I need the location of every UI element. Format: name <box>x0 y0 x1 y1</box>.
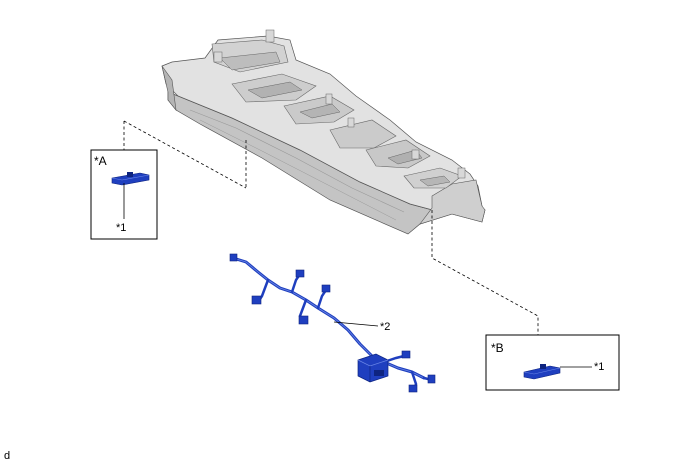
console-box-illustration <box>161 29 486 235</box>
view-a-label: *A <box>94 154 107 168</box>
clip-part-a-icon <box>111 172 150 186</box>
connector-icon <box>408 384 418 393</box>
connector-icon <box>298 315 309 325</box>
connector-icon <box>295 269 305 278</box>
view-b-label: *B <box>491 341 504 355</box>
leader-b <box>431 210 539 335</box>
wire-harness-illustration: *2 <box>229 253 436 393</box>
callout-2: *2 <box>380 321 390 333</box>
callout-1-b: *1 <box>594 361 604 373</box>
connector-icon <box>401 350 411 359</box>
dashed-leader-lines <box>123 120 539 335</box>
clip-part-b-icon <box>523 364 561 380</box>
view-b-detail-box: *B *1 <box>485 334 620 391</box>
callout-1-a: *1 <box>116 222 126 234</box>
connector-icon <box>251 295 262 305</box>
view-a-detail-box: *A *1 <box>90 149 158 240</box>
connector-icon <box>229 253 238 262</box>
connector-icon <box>427 374 436 384</box>
leader-a-diagonal <box>123 120 247 189</box>
connector-icon <box>321 284 331 293</box>
diagram-code: d <box>4 450 10 462</box>
junction-connector-icon <box>357 353 389 383</box>
